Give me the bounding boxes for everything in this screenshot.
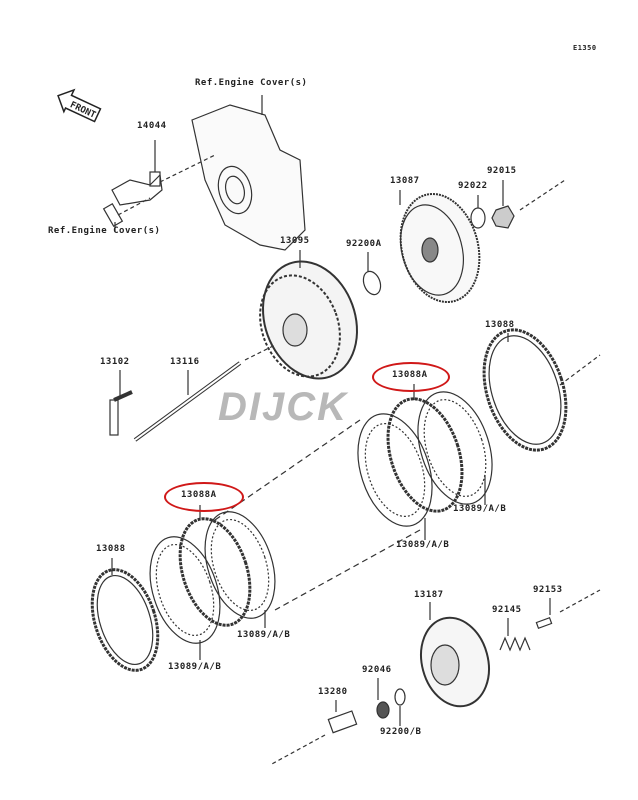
label-13102: 13102 (100, 357, 130, 367)
highlight-oval-upper (372, 362, 450, 392)
part-13280-collar (269, 700, 358, 766)
label-13089-left-2: 13089/A/B (168, 662, 222, 672)
label-13088-left: 13088 (96, 544, 126, 554)
diagram-code: E1350 (573, 44, 597, 52)
watermark: DIJCK (218, 385, 349, 429)
front-arrow-icon: FRONT (57, 88, 102, 123)
label-92022: 92022 (458, 181, 488, 191)
clutch-plates-upper-stack (214, 328, 601, 611)
part-92200a-washer (362, 270, 382, 296)
label-13087: 13087 (390, 176, 420, 186)
part-92022-washer (470, 207, 486, 229)
part-92200b-washer (394, 688, 406, 706)
label-13088a-upper: 13088A (392, 370, 428, 380)
label-92145: 92145 (492, 605, 522, 615)
label-92200b: 92200/B (380, 727, 422, 737)
part-92046-bearing (376, 701, 390, 719)
clutch-plates-lower-stack (90, 505, 276, 672)
label-13089-left-1: 13089/A/B (237, 630, 291, 640)
part-13095-clutch-housing (259, 250, 359, 380)
label-92153: 92153 (533, 585, 563, 595)
label-92046: 92046 (362, 665, 392, 675)
label-13095: 13095 (280, 236, 310, 246)
label-14044: 14044 (137, 121, 167, 131)
label-13089-right-2: 13089/A/B (396, 540, 450, 550)
label-13088-right: 13088 (485, 320, 515, 330)
part-13187-pressure-plate (420, 602, 490, 708)
label-13088a-lower: 13088A (181, 490, 217, 500)
label-13089-right-1: 13089/A/B (453, 504, 507, 514)
label-ref-engine-cover-top: Ref.Engine Cover(s) (195, 78, 308, 88)
label-92200a: 92200A (346, 239, 382, 249)
part-13116-pushrod (133, 344, 276, 442)
highlight-oval-lower (164, 482, 244, 512)
part-92153-bolt (535, 589, 601, 629)
part-92145-spring (499, 618, 531, 652)
part-14044-lever (102, 140, 216, 232)
label-92015: 92015 (487, 166, 517, 176)
label-13187: 13187 (414, 590, 444, 600)
engine-cover (191, 95, 306, 251)
part-13102-lever-shaft (109, 370, 133, 436)
part-92015-nut (491, 205, 515, 229)
label-13116: 13116 (170, 357, 200, 367)
part-13087-clutch-hub (399, 190, 481, 304)
label-ref-engine-cover-bottom: Ref.Engine Cover(s) (48, 226, 161, 236)
label-13280: 13280 (318, 687, 348, 697)
